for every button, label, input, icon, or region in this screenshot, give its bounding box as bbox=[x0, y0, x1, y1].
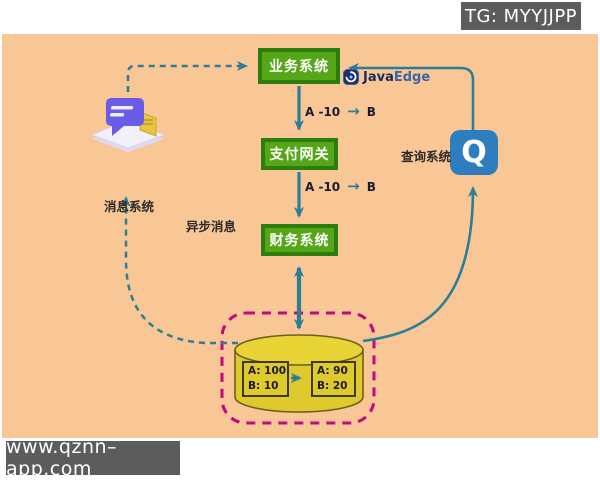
javaedge-brand: JavaEdge bbox=[343, 69, 430, 85]
query-system-label: 查询系统 bbox=[401, 149, 452, 164]
telegram-watermark-badge: TG: MYYJJPP bbox=[461, 2, 581, 30]
db-state-after: A: 90 B: 20 bbox=[311, 361, 356, 397]
message-system-icon bbox=[90, 98, 166, 152]
transfer-from-text: A -10 bbox=[305, 104, 341, 119]
edge-message-to-business-dashed bbox=[126, 61, 248, 92]
query-letter: Q bbox=[461, 135, 487, 170]
node-business-system[interactable]: 业务系统 bbox=[258, 48, 340, 84]
async-message-label: 异步消息 bbox=[186, 219, 237, 234]
transfer-arrow-icon: → bbox=[347, 177, 360, 195]
db-before-row-a: A: 100 bbox=[248, 365, 287, 378]
db-after-row-b: B: 20 bbox=[317, 379, 348, 392]
javaedge-brand-text: JavaEdge bbox=[363, 69, 431, 85]
transfer-from-text: A -10 bbox=[305, 179, 341, 194]
node-payment-gateway[interactable]: 支付网关 bbox=[261, 138, 338, 170]
transfer-to-text: B bbox=[366, 179, 376, 194]
transfer-label-business-payment: A -10 → B bbox=[305, 104, 376, 119]
db-state-before: A: 100 B: 10 bbox=[242, 361, 289, 397]
edge-database-to-message-dashed bbox=[121, 196, 238, 345]
transfer-to-text: B bbox=[366, 104, 376, 119]
website-watermark-badge: www.qznn–app.com bbox=[6, 436, 180, 480]
db-before-row-b: B: 10 bbox=[248, 379, 279, 392]
edge-query-to-business bbox=[348, 63, 475, 130]
node-finance-system[interactable]: 财务系统 bbox=[261, 224, 338, 256]
node-payment-gateway-label: 支付网关 bbox=[269, 147, 330, 163]
transfer-label-payment-finance: A -10 → B bbox=[305, 179, 376, 194]
message-system-label: 消息系统 bbox=[104, 199, 155, 214]
javaedge-logo-icon bbox=[343, 69, 359, 85]
edge-database-to-query bbox=[362, 186, 478, 343]
node-business-system-label: 业务系统 bbox=[269, 59, 329, 75]
db-after-row-a: A: 90 bbox=[317, 365, 348, 378]
query-system-icon[interactable]: Q bbox=[450, 130, 498, 175]
node-finance-system-label: 财务系统 bbox=[269, 233, 330, 249]
transfer-arrow-icon: → bbox=[347, 102, 360, 120]
